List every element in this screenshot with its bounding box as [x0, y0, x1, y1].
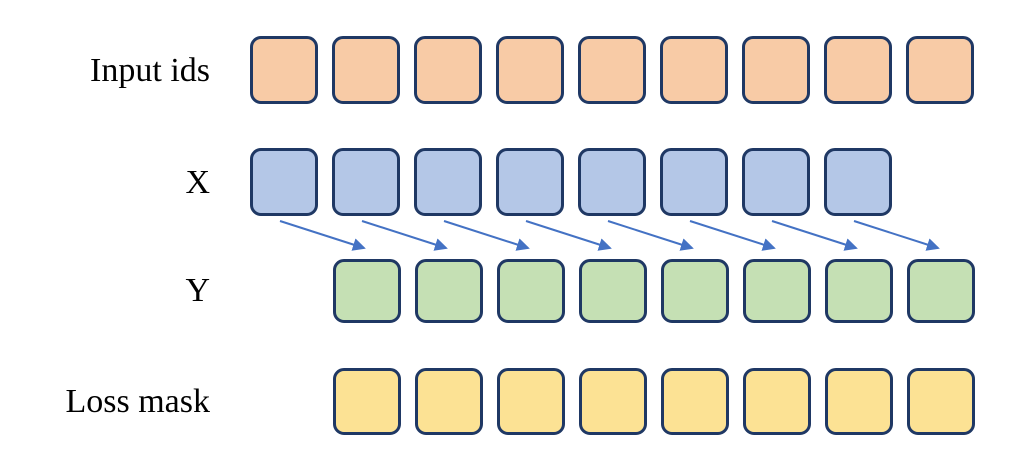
token-cell-y-5	[743, 259, 811, 323]
token-cell-x-5	[660, 148, 728, 216]
token-cell-x-6	[742, 148, 810, 216]
token-cell-y-0	[333, 259, 401, 323]
token-cell-x-3	[496, 148, 564, 216]
shift-arrow-3	[525, 220, 612, 251]
token-cell-x-0	[250, 148, 318, 216]
row-label-loss-mask: Loss mask	[65, 383, 211, 420]
token-cell-x-2	[414, 148, 482, 216]
shift-arrow-5	[689, 220, 776, 251]
shift-arrow-7	[853, 220, 940, 251]
token-cell-y-6	[825, 259, 893, 323]
token-cell-loss-mask-2	[497, 368, 565, 435]
token-cell-y-4	[661, 259, 729, 323]
token-cell-loss-mask-3	[579, 368, 647, 435]
token-cell-y-3	[579, 259, 647, 323]
token-cell-input-ids-6	[742, 36, 810, 104]
token-cell-input-ids-8	[906, 36, 974, 104]
row-label-x: X	[185, 164, 210, 201]
token-cell-input-ids-5	[660, 36, 728, 104]
token-cell-input-ids-3	[496, 36, 564, 104]
token-cell-input-ids-0	[250, 36, 318, 104]
token-cell-y-2	[497, 259, 565, 323]
token-cell-input-ids-1	[332, 36, 400, 104]
token-cell-x-7	[824, 148, 892, 216]
row-label-y: Y	[185, 272, 210, 309]
token-cell-input-ids-7	[824, 36, 892, 104]
token-cell-y-1	[415, 259, 483, 323]
token-cell-y-7	[907, 259, 975, 323]
token-cell-input-ids-2	[414, 36, 482, 104]
token-cell-loss-mask-0	[333, 368, 401, 435]
shift-arrow-4	[607, 220, 694, 251]
row-label-input-ids: Input ids	[90, 52, 210, 89]
shift-arrow-1	[361, 220, 448, 251]
token-cell-loss-mask-4	[661, 368, 729, 435]
token-cell-x-1	[332, 148, 400, 216]
token-cell-loss-mask-7	[907, 368, 975, 435]
shift-arrow-0	[279, 220, 366, 251]
shift-arrow-2	[443, 220, 530, 251]
token-cell-loss-mask-5	[743, 368, 811, 435]
token-cell-loss-mask-1	[415, 368, 483, 435]
token-cell-x-4	[578, 148, 646, 216]
token-cell-loss-mask-6	[825, 368, 893, 435]
shift-arrow-6	[771, 220, 858, 251]
token-cell-input-ids-4	[578, 36, 646, 104]
